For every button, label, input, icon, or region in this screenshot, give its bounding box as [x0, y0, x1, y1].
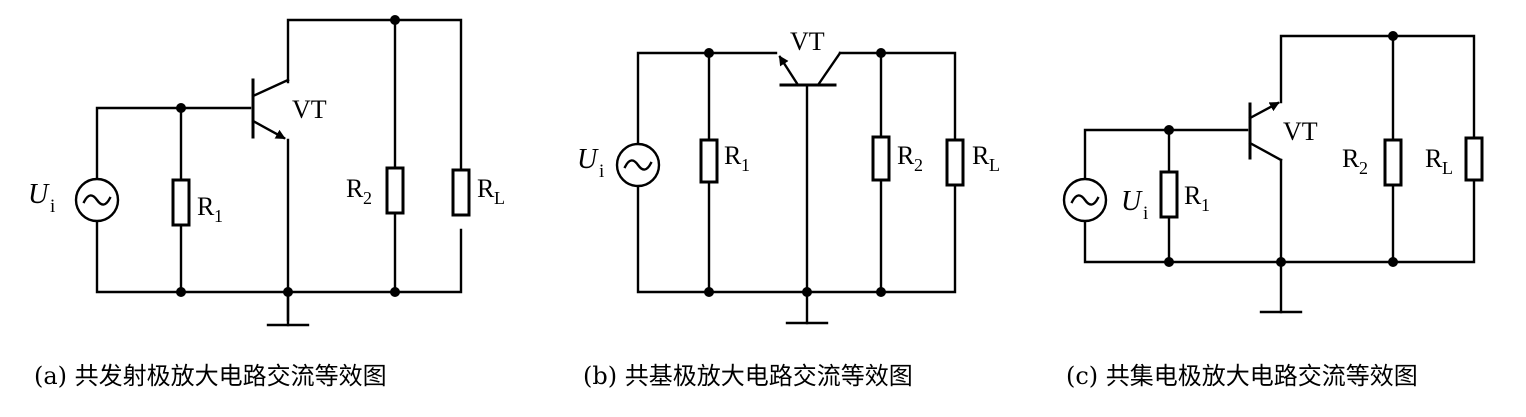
resistor-label: R: [477, 174, 495, 203]
resistor-label-sub: 2: [914, 155, 923, 175]
transistor-label: VT: [790, 27, 825, 56]
source-label-sub: i: [599, 161, 604, 182]
resistor-rl-b: R L: [945, 138, 1000, 187]
resistor-label-sub: L: [989, 155, 1000, 175]
resistor-label: R: [724, 141, 742, 170]
resistor-r2-a: R 2: [346, 166, 405, 215]
resistor-label-sub: 1: [1201, 195, 1210, 215]
transistor-vt-a: VT: [251, 78, 327, 140]
source-label: U: [577, 144, 599, 175]
caption-b: (b) 共基极放大电路交流等效图: [583, 362, 913, 390]
junction-dots-c: [1164, 31, 1398, 267]
source-label-sub: i: [50, 196, 55, 217]
transistor-label: VT: [1283, 117, 1318, 146]
caption-c: (c) 共集电极放大电路交流等效图: [1066, 362, 1418, 390]
resistor-rl-c: R L: [1425, 136, 1484, 182]
resistor-r1-a: R 1: [171, 178, 223, 227]
source-label: U: [28, 179, 50, 210]
resistor-label: R: [197, 192, 215, 221]
resistor-label-sub: L: [1442, 158, 1453, 178]
resistor-label-sub: 1: [214, 206, 223, 226]
transistor-label: VT: [292, 95, 327, 124]
ac-source-a: U i: [28, 177, 120, 223]
junction-dots-a: [176, 15, 400, 297]
wires-c: [1083, 34, 1476, 314]
resistor-label: R: [1342, 144, 1360, 173]
resistor-r2-b: R 2: [871, 135, 923, 182]
resistor-r2-c: R 2: [1342, 138, 1403, 187]
resistor-label-sub: 2: [363, 188, 372, 208]
resistor-r1-c: R 1: [1159, 170, 1210, 219]
circuit-common-emitter: VT U i R 1 R 2 R L: [28, 15, 505, 327]
wires-b: [636, 51, 957, 325]
caption-a: (a) 共发射极放大电路交流等效图: [34, 362, 387, 390]
resistor-label: R: [1425, 144, 1443, 173]
transistor-vt-b: VT: [778, 27, 842, 87]
resistor-label-sub: 1: [741, 155, 750, 175]
resistor-rl-a: R L: [451, 168, 505, 217]
ac-source-c: U i: [1062, 177, 1148, 224]
ac-source-b: U i: [577, 142, 661, 188]
resistor-label-sub: 2: [1359, 158, 1368, 178]
wires-a: [95, 18, 463, 327]
circuit-common-base: VT U i R 1 R 2 R L: [577, 27, 1000, 325]
circuit-common-collector: VT U i R 1 R 2 R L: [1062, 31, 1484, 314]
source-label-sub: i: [1143, 203, 1148, 224]
resistor-label: R: [972, 141, 990, 170]
resistor-label: R: [346, 174, 364, 203]
junction-dots-b: [704, 48, 886, 297]
transistor-vt-c: VT: [1248, 101, 1318, 162]
resistor-label: R: [897, 141, 915, 170]
source-label: U: [1121, 186, 1143, 217]
resistor-label: R: [1184, 181, 1202, 210]
resistor-label-sub: L: [494, 188, 505, 208]
resistor-r1-b: R 1: [699, 138, 750, 184]
